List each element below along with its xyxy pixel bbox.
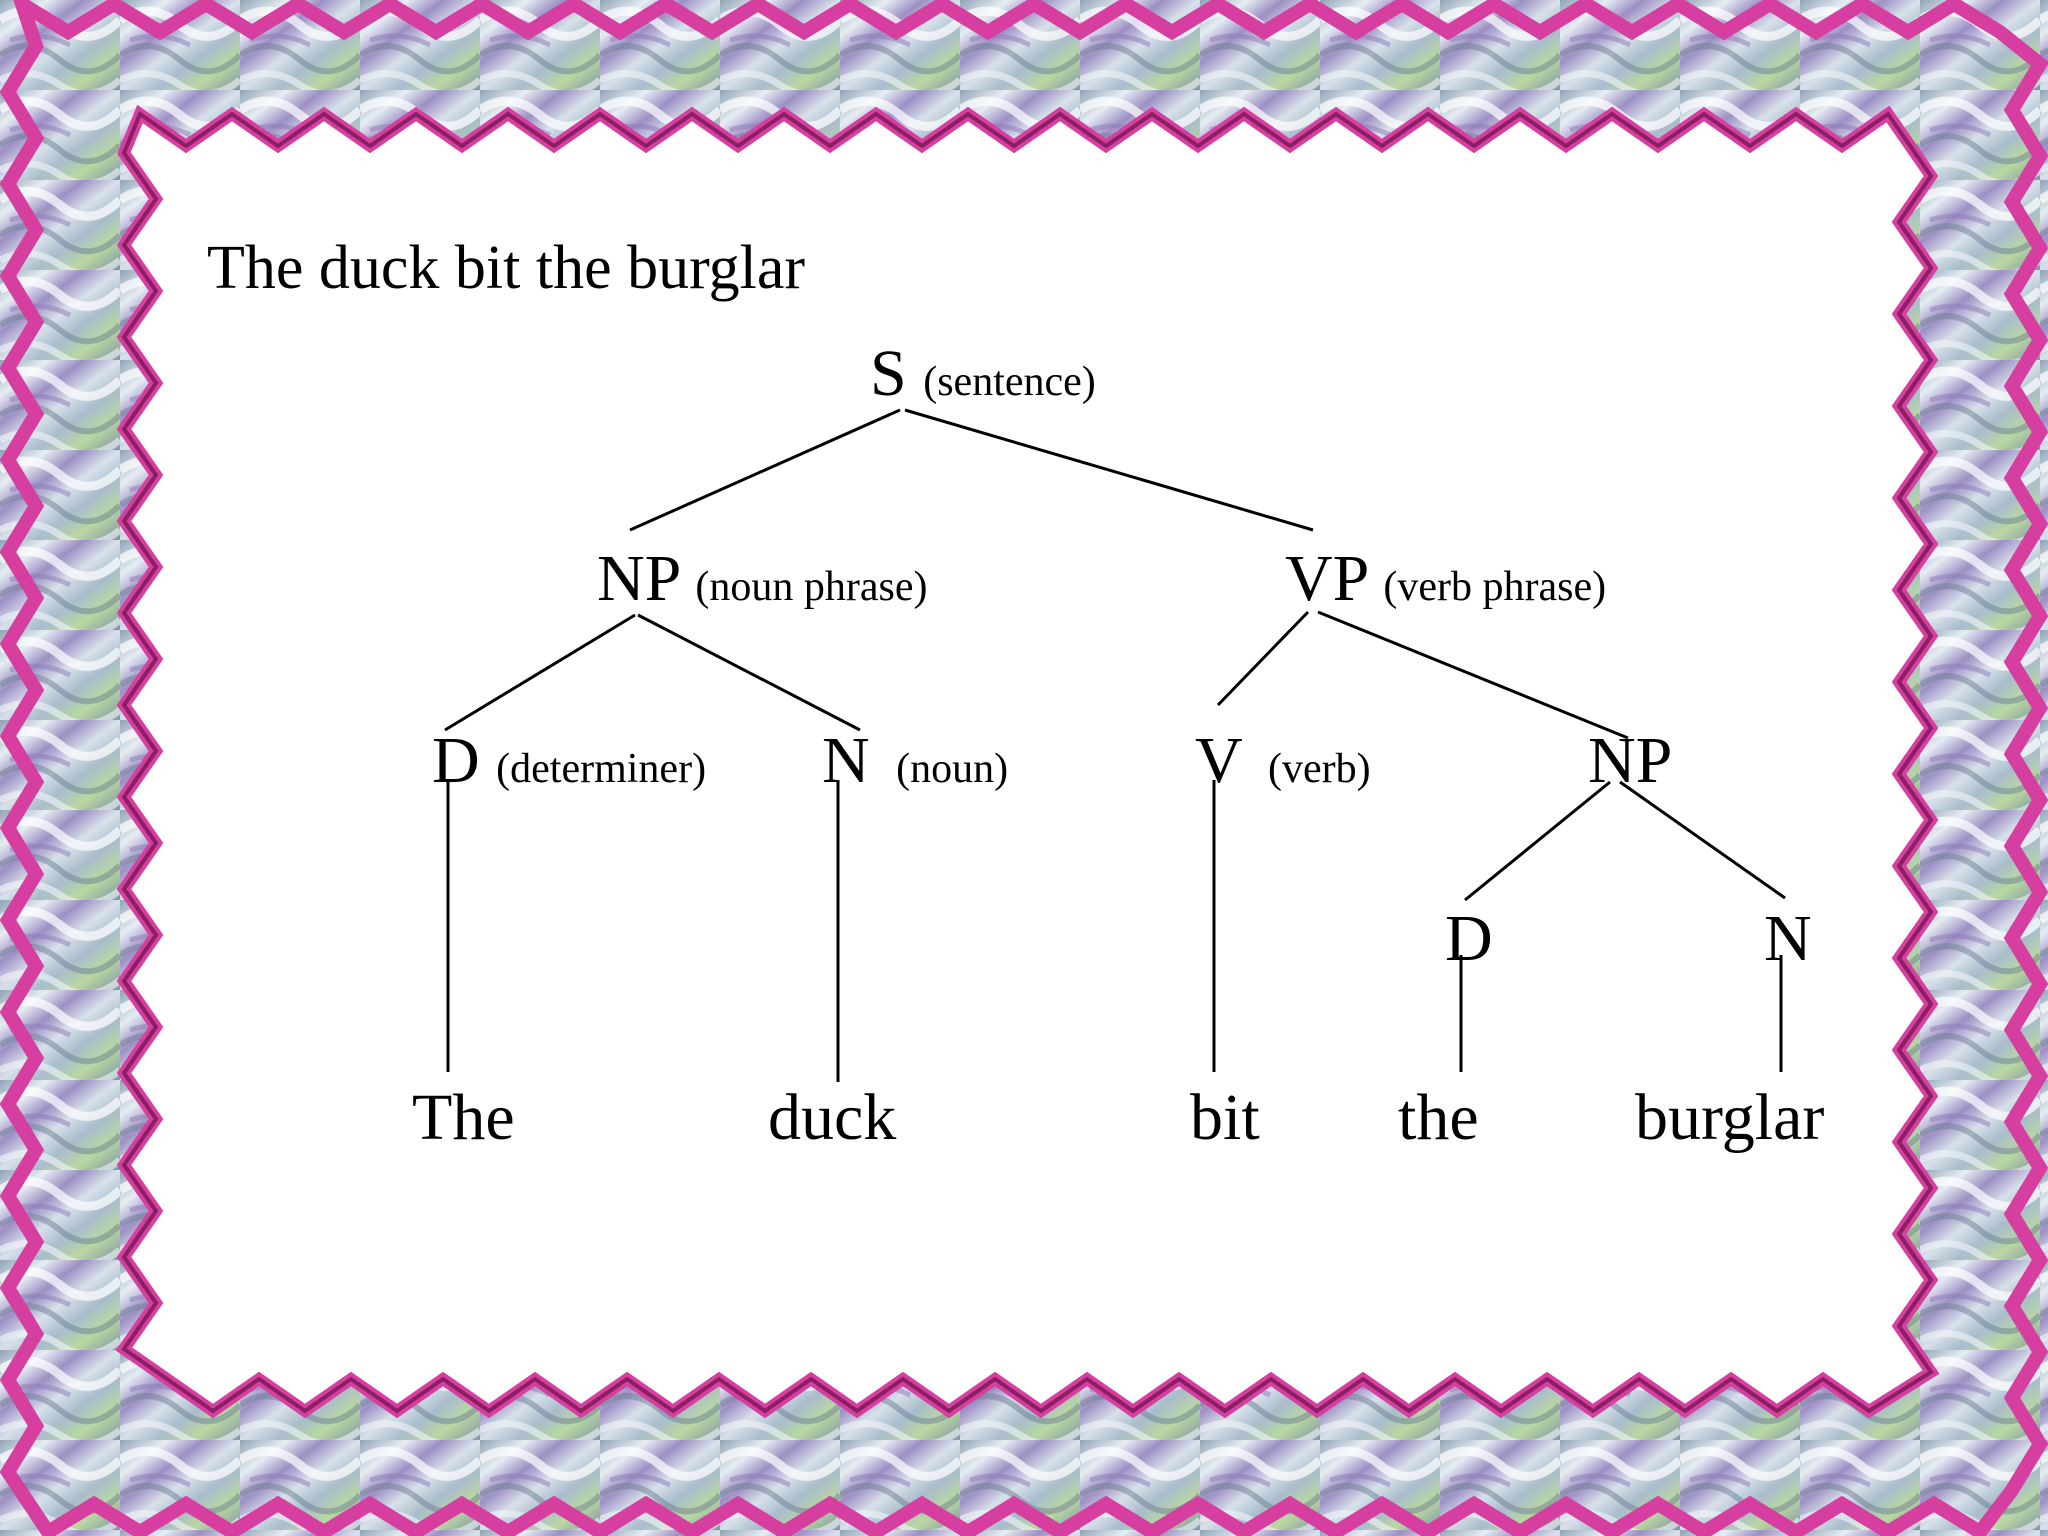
word-the-2: the [1398,1081,1479,1154]
slide-title: The duck bit the burglar [207,234,806,302]
node-n-label: N [822,724,870,797]
node-v-gloss: (verb) [1267,746,1371,792]
node-np-label: NP [597,542,679,615]
word-duck: duck [768,1081,897,1154]
edge-s-vp [904,408,1314,532]
node-np2: NP [1588,724,1673,797]
word-bit: bit [1190,1081,1260,1154]
node-d-label: D [432,724,480,797]
node-n: N (noun) [822,728,1008,794]
edge-s-np [629,408,901,532]
node-d-gloss: (determiner) [496,746,707,792]
node-n2: N [1764,902,1812,975]
word-the: The [412,1081,515,1154]
node-s-label: S [870,337,907,410]
node-n-gloss: (noun) [896,746,1009,792]
edge-np2-d2 [1464,780,1611,902]
edge-np2-n2 [1619,780,1786,900]
node-s: S (sentence) [870,341,1096,407]
word-burglar: burglar [1635,1081,1825,1154]
node-vp-label: VP [1285,542,1367,615]
edge-vp-np2 [1317,610,1629,740]
node-np-gloss: (noun phrase) [695,564,928,610]
node-v-label: V [1195,724,1242,797]
node-np: NP (noun phrase) [597,546,928,612]
node-d: D (determiner) [432,728,706,794]
edge-np-n [637,613,861,732]
node-vp: VP (verb phrase) [1285,546,1606,612]
node-vp-gloss: (verb phrase) [1383,564,1607,610]
node-d2: D [1445,902,1493,975]
edge-vp-v [1216,610,1310,707]
node-v: V (verb) [1195,728,1371,794]
node-s-gloss: (sentence) [923,359,1096,405]
edge-np-d [444,613,636,732]
